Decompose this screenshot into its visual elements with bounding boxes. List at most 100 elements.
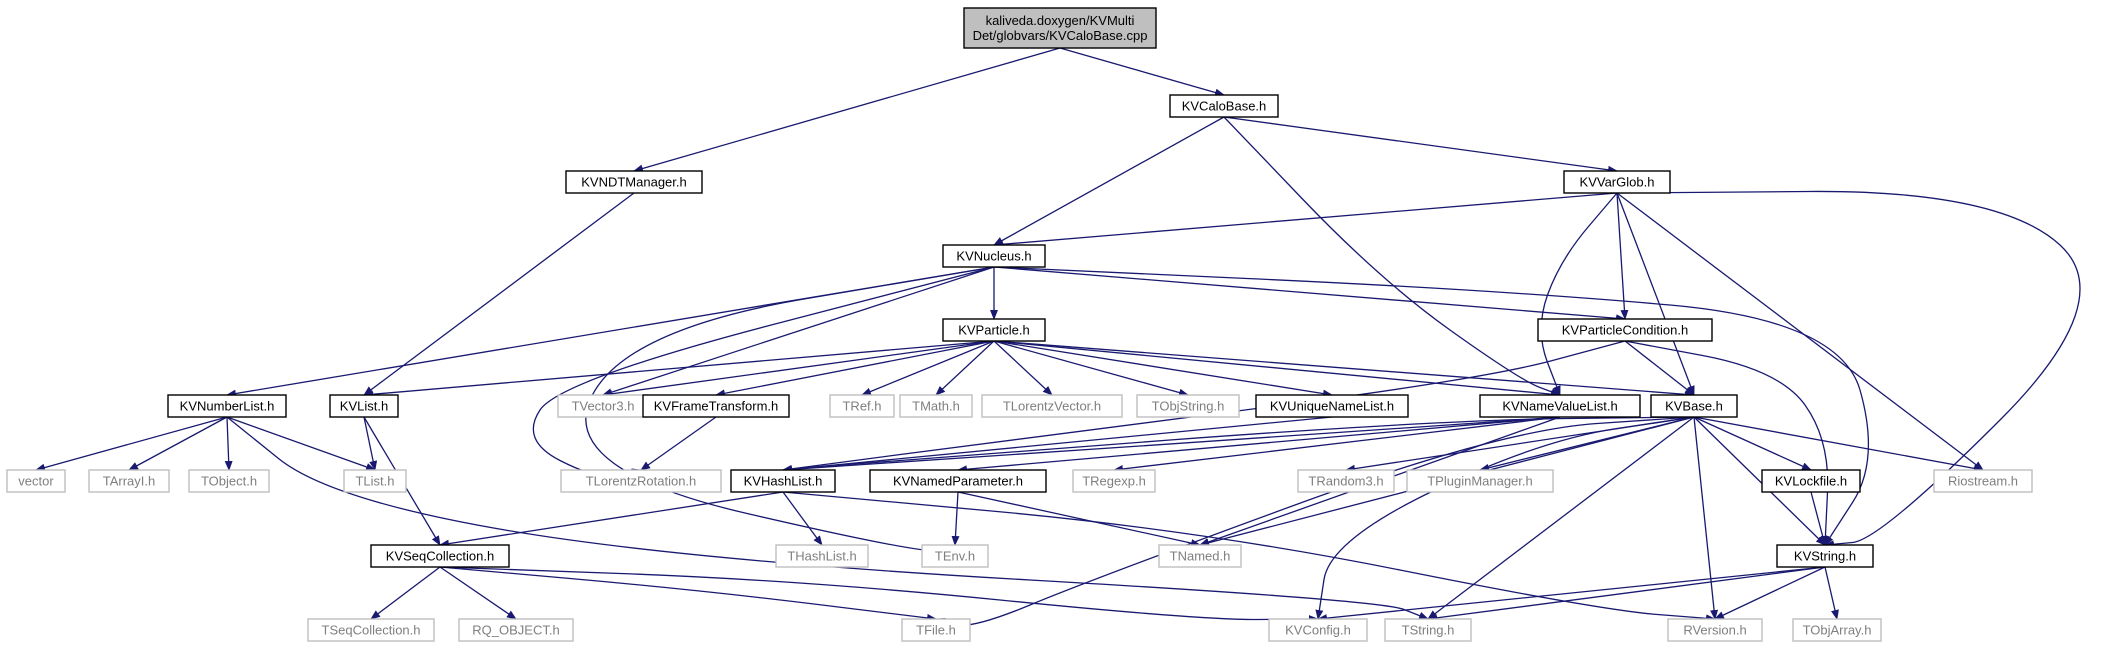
node-thashlist-h: THashList.h [775, 544, 869, 568]
node-kvbase-h[interactable]: KVBase.h [1650, 394, 1738, 418]
node-kvstring-h[interactable]: KVString.h [1776, 544, 1874, 568]
node-kvnamevaluelist-h[interactable]: KVNameValueList.h [1479, 394, 1641, 418]
edge-kvlist_h-to-tlist_h [363, 416, 378, 471]
edge-kvparticle_h-to-kvnamevaluelist_h [993, 340, 1561, 399]
edge-kvparticlecondition_h-to-kvhashlist_h [782, 340, 1626, 473]
node-label: RVersion.h [1683, 623, 1746, 638]
node-box [1776, 544, 1874, 568]
node-tmath-h: TMath.h [899, 394, 973, 418]
node-kvhashlist-h[interactable]: KVHashList.h [730, 469, 836, 493]
node-kvnamedparameter-h[interactable]: KVNamedParameter.h [869, 469, 1047, 493]
edge-kvparticle_h-to-kvframetransform_h [715, 340, 995, 398]
node-tfile-h: TFile.h [901, 618, 971, 642]
edge-kvseqcollection_h-to-tfile_h [439, 566, 937, 622]
node-rq-object-h: RQ_OBJECT.h [458, 618, 574, 642]
edge-kvnamevaluelist_h-to-kvnamedparameter_h [957, 416, 1561, 474]
edge-root-to-kvcalobase_h [1059, 47, 1225, 97]
edge-kvstring_h-to-tobjarray_h [1824, 566, 1839, 620]
node-label: TMath.h [912, 399, 960, 414]
edge-kvvarglob_h-to-kvbase_h [1616, 192, 1695, 396]
node-box [1563, 170, 1671, 194]
edge-kvnucleus_h-to-kvparticlecondition_h [993, 266, 1626, 323]
node-tnamed-h: TNamed.h [1158, 544, 1242, 568]
node-kvlockfile-h[interactable]: KVLockfile.h [1761, 469, 1861, 493]
edge-kvparticle_h-to-tmath_h [935, 340, 995, 396]
node-box [343, 469, 407, 493]
node-kvlist-h[interactable]: KVList.h [329, 394, 399, 418]
node-label: KVCaloBase.h [1182, 99, 1267, 114]
node-kvparticlecondition-h[interactable]: KVParticleCondition.h [1537, 318, 1713, 342]
edge-kvnamedparameter_h-to-tnamed_h [957, 491, 1201, 547]
nodes-layer: kaliveda.doxygen/KVMultiDet/globvars/KVC… [6, 7, 2033, 642]
node-box [1158, 544, 1242, 568]
node-box [88, 469, 170, 493]
edge-kvnamedparameter_h-to-tenv_h [951, 491, 960, 546]
node-label: TObjString.h [1152, 399, 1225, 414]
edge-kvstring_h-to-rversion_h [1714, 566, 1826, 620]
node-kvparticle-h[interactable]: KVParticle.h [942, 318, 1046, 342]
node-label: KVFrameTransform.h [654, 399, 779, 414]
node-box [188, 469, 270, 493]
node-label: TSeqCollection.h [322, 623, 421, 638]
node-box [642, 394, 790, 418]
edge-kvbase_h-to-riostream_h [1693, 416, 1984, 473]
edge-kvbase_h-to-kvstring_h [1693, 416, 1826, 546]
node-kvframetransform-h[interactable]: KVFrameTransform.h [642, 394, 790, 418]
edge-kvnumberlist_h-to-tlist_h [226, 416, 376, 471]
node-label: KVHashList.h [744, 474, 823, 489]
node-label: Det/globvars/KVCaloBase.cpp [973, 28, 1148, 43]
node-label: KVNamedParameter.h [893, 474, 1023, 489]
node-label: KVNDTManager.h [581, 175, 687, 190]
node-box [869, 469, 1047, 493]
node-kvseqcollection-h[interactable]: KVSeqCollection.h [370, 544, 510, 568]
edge-kvseqcollection_h-to-tseqcollection_h [370, 566, 441, 620]
node-tstring-h: TString.h [1384, 618, 1472, 642]
edge-kvbase_h-to-tpluginmanager_h [1479, 416, 1695, 472]
node-box [1406, 469, 1554, 493]
edge-kvndtmanager_h-to-kvlist_h [363, 192, 635, 396]
node-box [1761, 469, 1861, 493]
node-label: TPluginManager.h [1427, 474, 1533, 489]
node-box [775, 544, 869, 568]
edge-kvuniquenamelist_h-to-kvhashlist_h [782, 416, 1333, 474]
node-tlorentzrotation-h: TLorentzRotation.h [560, 469, 722, 493]
node-kvndtmanager-h[interactable]: KVNDTManager.h [565, 170, 703, 194]
node-kvvarglob-h[interactable]: KVVarGlob.h [1563, 170, 1671, 194]
node-kvnucleus-h[interactable]: KVNucleus.h [942, 244, 1046, 268]
node-label: KVParticleCondition.h [1562, 323, 1688, 338]
node-tenv-h: TEnv.h [921, 544, 989, 568]
node-box [1169, 94, 1279, 118]
node-label: KVLockfile.h [1775, 474, 1847, 489]
node-kvcalobase-h[interactable]: KVCaloBase.h [1169, 94, 1279, 118]
edge-kvvarglob_h-to-kvnamevaluelist_h [1540, 192, 1618, 396]
node-box [370, 544, 510, 568]
node-box [1650, 394, 1738, 418]
node-box [1792, 618, 1882, 642]
node-kvuniquenamelist-h[interactable]: KVUniqueNameList.h [1255, 394, 1409, 418]
node-label: TVector3.h [572, 399, 635, 414]
node-label: TFile.h [916, 623, 956, 638]
node-label: KVNameValueList.h [1502, 399, 1617, 414]
node-root: kaliveda.doxygen/KVMultiDet/globvars/KVC… [963, 7, 1157, 49]
edge-kvbase_h-to-kvhashlist_h [782, 416, 1695, 474]
edge-kvcalobase_h-to-kvnucleus_h [993, 116, 1225, 246]
node-box [1537, 318, 1713, 342]
node-kvnumberlist-h[interactable]: KVNumberList.h [167, 394, 287, 418]
node-label: TLorentzVector.h [1003, 399, 1101, 414]
node-label: KVSeqCollection.h [386, 549, 494, 564]
edge-kvnumberlist_h-to-vector [35, 416, 228, 472]
node-box [1297, 469, 1395, 493]
node-label: TLorentzRotation.h [586, 474, 697, 489]
node-label: KVNucleus.h [956, 249, 1031, 264]
node-label: KVNumberList.h [180, 399, 275, 414]
edge-kvbase_h-to-kvlockfile_h [1693, 416, 1812, 471]
node-box [942, 318, 1046, 342]
node-label: TRegexp.h [1082, 474, 1146, 489]
node-tref-h: TRef.h [829, 394, 895, 418]
edges-layer [35, 47, 2081, 627]
edge-kvcalobase_h-to-kvnamevaluelist_h [1223, 116, 1561, 396]
edge-kvvarglob_h-to-kvstring_h [1616, 190, 2081, 549]
edge-kvnamevaluelist_h-to-tregexp_h [1113, 416, 1561, 473]
node-box [458, 618, 574, 642]
edge-kvvarglob_h-to-kvparticlecondition_h [1616, 192, 1629, 320]
